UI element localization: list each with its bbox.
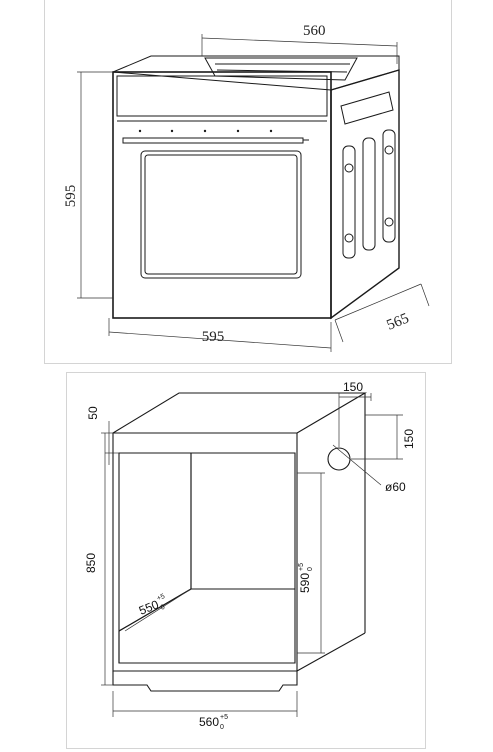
oven-side xyxy=(330,69,400,320)
niche-height-main: 590 xyxy=(298,573,312,593)
top-gap-label: 50 xyxy=(86,406,100,420)
oven-window xyxy=(140,150,302,279)
oven-depth-label: 565 xyxy=(385,310,412,333)
oven-drawing-panel: 560 595 595 565 xyxy=(44,0,452,364)
oven-top xyxy=(112,55,400,91)
niche-height-label: 590 0 +5 xyxy=(298,563,314,593)
oven-width-label: 560 xyxy=(303,23,326,39)
niche-height-tol-sub: 0 xyxy=(307,567,314,571)
hole-offset-y-label: 150 xyxy=(402,429,416,449)
control-panel xyxy=(116,75,328,117)
oven-front-width-label: 595 xyxy=(202,329,225,345)
side-mount-slots xyxy=(342,129,396,259)
hole-diameter-label: ø60 xyxy=(385,480,406,494)
oven-front xyxy=(112,71,332,319)
niche-opening xyxy=(118,452,296,664)
cabinet-front xyxy=(112,432,298,672)
niche-width-tol-sup: +5 xyxy=(220,714,228,721)
hole-offset-x-label: 150 xyxy=(343,380,363,394)
cabinet-drawing: 150 150 ø60 50 850 590 0 +5 550 0 +5 560… xyxy=(84,380,416,731)
niche-width-main: 560 xyxy=(199,715,219,729)
niche-depth-tol-sup: +5 xyxy=(156,593,166,603)
niche-width-label: 560 0 +5 xyxy=(199,714,228,731)
niche-depth-label: 550 0 +5 xyxy=(137,593,166,618)
side-rail xyxy=(340,91,394,125)
cabinet-dimension-lines xyxy=(101,393,403,717)
niche-width-tol-sub: 0 xyxy=(220,724,224,731)
oven-drawing: 560 595 595 565 xyxy=(63,23,430,352)
niche-depth-tol-sub: 0 xyxy=(160,604,166,612)
top-vent xyxy=(204,57,358,81)
cabinet-drawing-panel: 150 150 ø60 50 850 590 0 +5 550 0 +5 560… xyxy=(66,372,426,749)
cabinet-height-label: 850 xyxy=(84,553,98,573)
door-handle xyxy=(122,137,304,144)
cabinet-top xyxy=(112,392,368,434)
dimension-lines xyxy=(77,34,430,352)
cable-hole xyxy=(327,447,351,471)
oven-height-label: 595 xyxy=(63,185,79,208)
niche-height-tol-sup: +5 xyxy=(298,563,305,571)
cabinet-plinth xyxy=(112,671,298,692)
